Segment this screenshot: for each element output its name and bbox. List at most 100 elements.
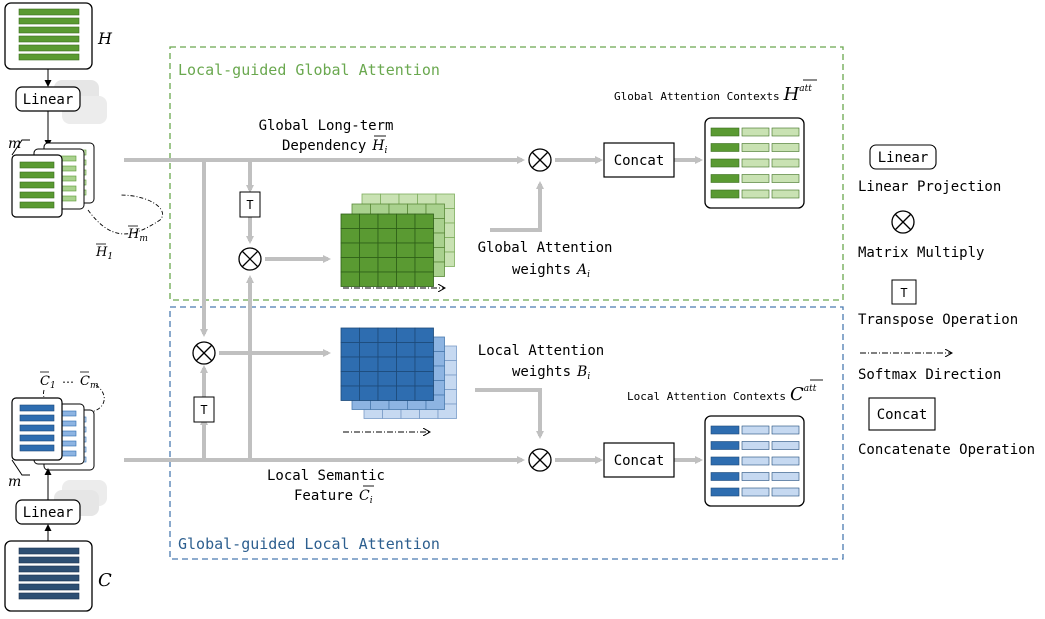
flow-arrows	[124, 156, 703, 464]
legend-softmax-desc: Softmax Direction	[858, 367, 1001, 383]
context-cell	[771, 143, 800, 152]
grid-cell	[340, 242, 360, 258]
svg-text:Linear: Linear	[23, 505, 74, 521]
grid-cell	[377, 271, 397, 287]
grid-cell	[377, 342, 397, 358]
context-cell	[741, 487, 770, 497]
local-weights-label-1: Local Attention	[478, 343, 604, 359]
h-bar-1-label: H1	[95, 245, 113, 262]
h-bar-stack	[11, 139, 95, 218]
transpose-box-bottom[interactable]: T	[193, 396, 215, 423]
grid-cell	[414, 342, 434, 358]
grid-cell	[414, 327, 434, 343]
c-bar-stack	[11, 397, 95, 476]
grid-cell	[340, 257, 360, 273]
context-cell	[741, 143, 770, 152]
h-bar-m-label: Hm	[127, 227, 148, 244]
h-matrix	[4, 2, 93, 70]
local-region-title: Global-guided Local Attention	[178, 535, 440, 553]
local-attention-region	[169, 306, 844, 560]
global-attention-contexts-matrix	[704, 117, 805, 209]
context-cell	[741, 472, 770, 481]
context-cell	[741, 456, 770, 466]
grid-cell	[359, 342, 379, 358]
linear-box-bottom[interactable]: Linear	[15, 499, 81, 525]
global-attention-weights-grid	[340, 193, 455, 287]
context-cell	[710, 127, 740, 137]
grid-cell	[340, 271, 360, 287]
grid-cell	[377, 228, 397, 244]
svg-text:Concat: Concat	[877, 407, 928, 423]
grid-cell	[414, 257, 434, 273]
grid-cell	[377, 213, 397, 229]
grid-cell	[340, 342, 360, 358]
grid-cell	[359, 228, 379, 244]
context-cell	[771, 127, 800, 137]
concat-box-top[interactable]: Concat	[603, 142, 675, 178]
grid-cell	[414, 228, 434, 244]
context-cell	[741, 174, 770, 183]
legend-concat-desc: Concatenate Operation	[858, 442, 1035, 458]
h-label: H	[97, 29, 113, 48]
svg-text:T: T	[200, 403, 207, 417]
legend-transpose-desc: Transpose Operation	[858, 312, 1018, 328]
svg-text:T: T	[900, 286, 907, 300]
context-cell	[710, 143, 740, 152]
grid-cell	[359, 327, 379, 343]
grid-cell	[359, 257, 379, 273]
concat-box-bottom[interactable]: Concat	[603, 442, 675, 478]
grid-cell	[396, 242, 416, 258]
c-matrix	[4, 540, 93, 612]
c-label: C	[98, 570, 112, 591]
grid-cell	[377, 385, 397, 401]
context-cell	[741, 189, 770, 199]
context-cell	[771, 487, 800, 497]
context-cell	[771, 456, 800, 466]
grid-cell	[396, 342, 416, 358]
legend: Linear Linear Projection Matrix Multiply…	[858, 144, 1035, 458]
grid-cell	[377, 327, 397, 343]
context-cell	[710, 189, 740, 199]
c-bar-m-label: Cm	[80, 374, 99, 391]
context-cell	[710, 441, 740, 450]
context-cell	[771, 425, 800, 435]
grid-cell	[340, 371, 360, 387]
c-bar-1-label: C1	[40, 374, 56, 391]
grid-cell	[359, 371, 379, 387]
svg-text:Concat: Concat	[614, 453, 665, 469]
local-attention-contexts-matrix	[704, 415, 805, 507]
legend-multiply-desc: Matrix Multiply	[858, 245, 984, 261]
legend-concat-box: Concat	[868, 397, 936, 431]
grid-cell	[359, 385, 379, 401]
context-cell	[710, 158, 740, 168]
grid-layer-front	[340, 213, 434, 287]
h-bar-dashed-curve	[87, 194, 163, 235]
grid-cell	[396, 271, 416, 287]
grid-cell	[340, 385, 360, 401]
context-cell	[771, 441, 800, 450]
global-attention-region	[169, 46, 844, 301]
transpose-box-top[interactable]: T	[239, 191, 261, 218]
legend-transpose-box: T	[891, 279, 917, 305]
grid-cell	[359, 242, 379, 258]
svg-text:T: T	[246, 198, 253, 212]
context-cell	[771, 472, 800, 481]
multiply-icon-global-context	[528, 148, 552, 172]
grid-cell	[359, 213, 379, 229]
c-dots: …	[62, 372, 74, 386]
grid-cell	[359, 356, 379, 372]
grid-cell	[396, 213, 416, 229]
context-cell	[741, 158, 770, 168]
context-cell	[741, 441, 770, 450]
linear-box-top[interactable]: Linear	[15, 86, 81, 112]
multiply-icon-global-weights	[238, 247, 262, 271]
grid-cell	[414, 213, 434, 229]
context-cell	[771, 189, 800, 199]
svg-text:Linear: Linear	[23, 92, 74, 108]
